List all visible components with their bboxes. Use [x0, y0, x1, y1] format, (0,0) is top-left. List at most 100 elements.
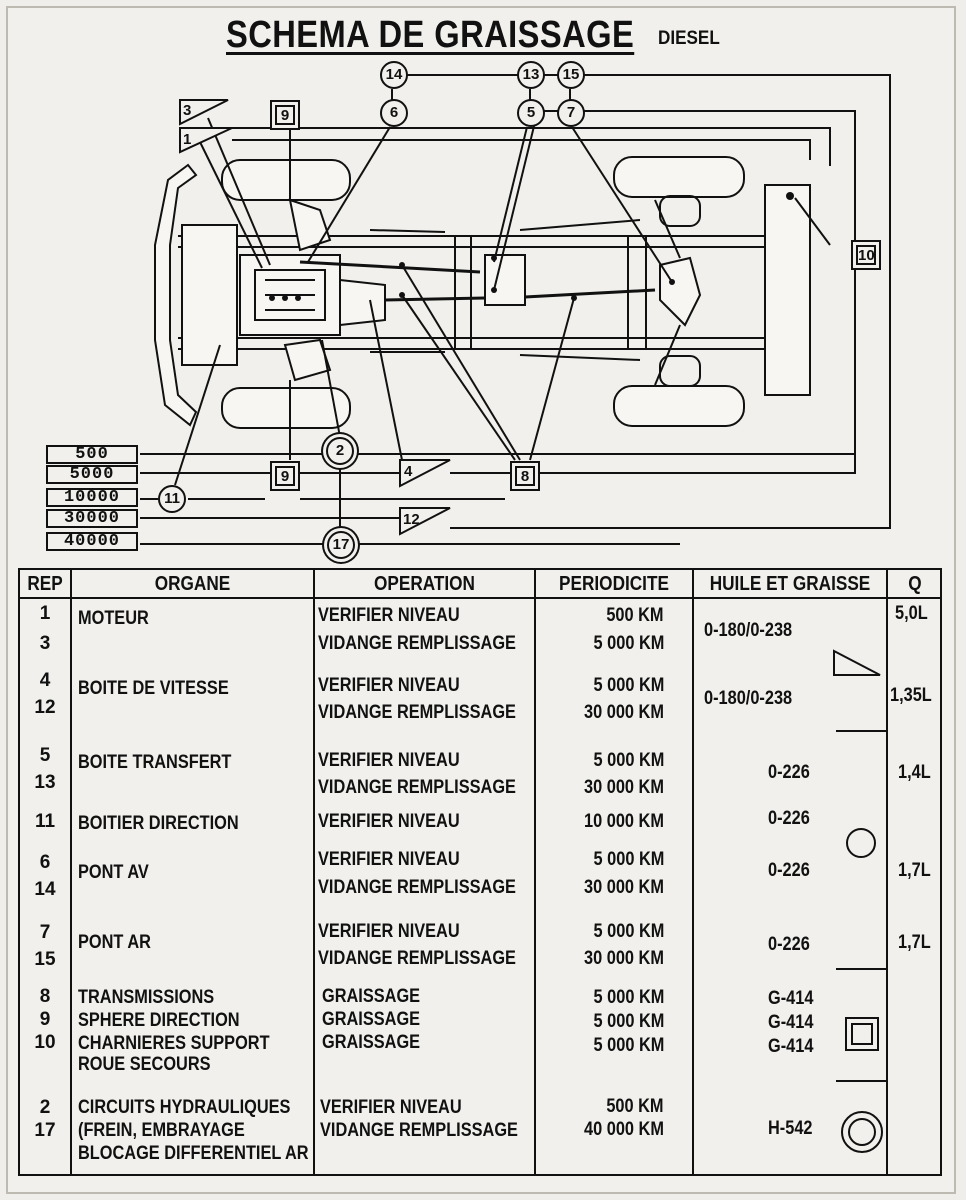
row1-huile: 0-180/0-238	[704, 620, 793, 641]
row2-huile: 0-180/0-238	[704, 688, 793, 709]
row2-rep-b: 12	[34, 697, 56, 718]
row4-op-a: VERIFIER NIVEAU	[318, 811, 460, 832]
callout-square-9-top: 9	[270, 100, 300, 130]
row1-per-b: 5 000 KM	[593, 633, 664, 654]
row7-rep-a: 8	[39, 986, 51, 1007]
row7-huile-b: G-414	[768, 1012, 814, 1033]
row8-huile: H-542	[768, 1118, 813, 1139]
leader-line-5-7	[450, 110, 856, 474]
callout-14: 14	[380, 61, 408, 89]
row2-rep-a: 4	[39, 670, 51, 691]
row6-huile: 0-226	[768, 934, 810, 955]
double-circle-symbol	[841, 1111, 883, 1153]
row7-per-b: 5 000 KM	[593, 1011, 664, 1032]
interval-5000: 5000	[46, 465, 138, 484]
circle-symbol	[846, 828, 876, 858]
row1-rep-b: 3	[39, 633, 51, 654]
row8-rep-b: 17	[34, 1120, 56, 1141]
callout-square-9-bottom: 9	[270, 461, 300, 491]
triangle-label-1: 1	[183, 131, 192, 148]
row8-organe-b: (FREIN, EMBRAYAGE	[78, 1120, 245, 1141]
row7-huile-c: G-414	[768, 1036, 814, 1057]
triangle-symbol	[833, 649, 881, 676]
row6-per-b: 30 000 KM	[584, 948, 664, 969]
row5-op-a: VERIFIER NIVEAU	[318, 849, 460, 870]
callout-6: 6	[380, 99, 408, 127]
row2-op-a: VERIFIER NIVEAU	[318, 675, 460, 696]
callout-7: 7	[557, 99, 585, 127]
header-q: Q	[908, 573, 922, 595]
maintenance-table	[18, 568, 942, 1176]
row4-rep-a: 11	[34, 811, 56, 832]
row3-huile: 0-226	[768, 762, 810, 783]
row3-organe: BOITE TRANSFERT	[78, 752, 232, 773]
row2-per-b: 30 000 KM	[584, 702, 664, 723]
row6-op-a: VERIFIER NIVEAU	[318, 921, 460, 942]
row7-rep-b: 9	[39, 1009, 51, 1030]
row8-op-b: VIDANGE REMPLISSAGE	[320, 1120, 518, 1141]
row1-op-b: VIDANGE REMPLISSAGE	[318, 633, 516, 654]
triangle-label-3: 3	[183, 102, 192, 119]
row6-rep-b: 15	[34, 949, 56, 970]
row7-organe-a: TRANSMISSIONS	[78, 987, 215, 1008]
row6-rep-a: 7	[39, 922, 51, 943]
leader-line-3	[232, 127, 831, 166]
row1-op-a: VERIFIER NIVEAU	[318, 605, 460, 626]
page-subtitle: DIESEL	[658, 28, 720, 49]
triangle-label-12: 12	[403, 511, 420, 528]
row7-organe-d: ROUE SECOURS	[78, 1054, 211, 1075]
row7-organe-b: SPHERE DIRECTION	[78, 1010, 240, 1031]
row6-organe: PONT AR	[78, 932, 151, 953]
row7-op-c: GRAISSAGE	[322, 1032, 421, 1053]
chassis-diagram	[140, 74, 891, 545]
row5-rep-a: 6	[39, 852, 51, 873]
callout-square-10: 10	[851, 240, 881, 270]
row3-rep-a: 5	[39, 745, 51, 766]
header-rep: REP	[27, 573, 63, 595]
callout-2: 2	[326, 437, 354, 465]
header-periodicite: PERIODICITE	[559, 573, 669, 595]
row8-op-a: VERIFIER NIVEAU	[320, 1097, 462, 1118]
row3-per-a: 5 000 KM	[593, 750, 664, 771]
row8-per-b: 40 000 KM	[584, 1119, 664, 1140]
row7-per-c: 5 000 KM	[593, 1035, 664, 1056]
row2-op-b: VIDANGE REMPLISSAGE	[318, 702, 516, 723]
interval-40000: 40000	[46, 532, 138, 551]
row5-rep-b: 14	[34, 879, 56, 900]
callout-15: 15	[557, 61, 585, 89]
header-huile: HUILE ET GRAISSE	[709, 573, 871, 595]
header-operation: OPERATION	[374, 573, 475, 595]
row7-huile-a: G-414	[768, 988, 814, 1009]
callout-13: 13	[517, 61, 545, 89]
row4-per-a: 10 000 KM	[584, 811, 664, 832]
row7-op-b: GRAISSAGE	[322, 1009, 421, 1030]
row7-op-a: GRAISSAGE	[322, 986, 421, 1007]
row8-per-a: 500 KM	[606, 1096, 664, 1117]
leader-line-14	[392, 74, 891, 529]
row1-q: 5,0L	[895, 603, 928, 624]
row4-organe: BOITIER DIRECTION	[78, 813, 239, 834]
row2-organe: BOITE DE VITESSE	[78, 678, 229, 699]
row8-organe-a: CIRCUITS HYDRAULIQUES	[78, 1097, 291, 1118]
row3-op-b: VIDANGE REMPLISSAGE	[318, 777, 516, 798]
row3-q: 1,4L	[898, 762, 931, 783]
row8-rep-a: 2	[39, 1097, 51, 1118]
row6-op-b: VIDANGE REMPLISSAGE	[318, 948, 516, 969]
triangle-label-4: 4	[404, 463, 413, 480]
row4-huile: 0-226	[768, 808, 810, 829]
interval-10000: 10000	[46, 488, 138, 507]
row5-per-b: 30 000 KM	[584, 877, 664, 898]
row5-q: 1,7L	[898, 860, 931, 881]
row1-per-a: 500 KM	[606, 605, 664, 626]
row5-huile: 0-226	[768, 860, 810, 881]
header-organe: ORGANE	[154, 573, 231, 595]
row3-op-a: VERIFIER NIVEAU	[318, 750, 460, 771]
interval-30000: 30000	[46, 509, 138, 528]
row7-rep-c: 10	[34, 1032, 56, 1053]
row3-per-b: 30 000 KM	[584, 777, 664, 798]
table-header-divider	[18, 597, 942, 599]
callout-17: 17	[327, 531, 355, 559]
row5-per-a: 5 000 KM	[593, 849, 664, 870]
row7-per-a: 5 000 KM	[593, 987, 664, 1008]
callout-11: 11	[158, 485, 186, 513]
